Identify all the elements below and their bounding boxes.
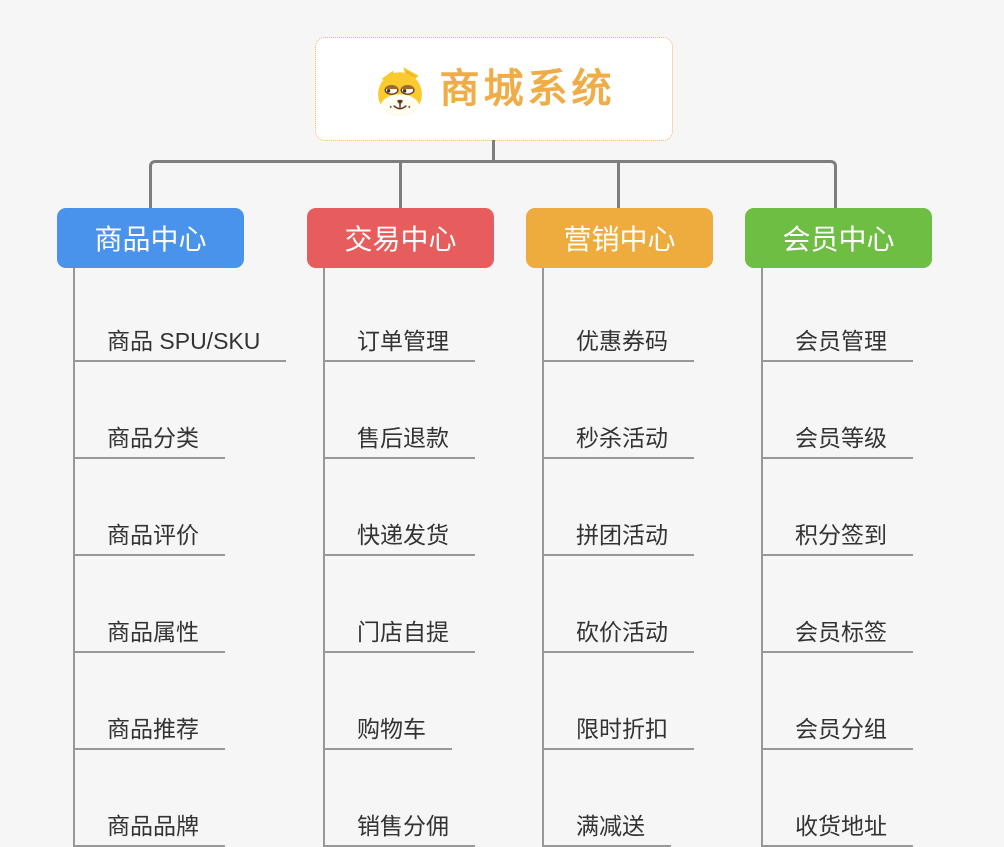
connector-trunk: [149, 160, 837, 208]
connector-drop-trade: [399, 160, 402, 208]
leaf-node[interactable]: 商品推荐: [75, 653, 225, 750]
leaf-node[interactable]: 门店自提: [325, 556, 475, 653]
leaf-node[interactable]: 砍价活动: [544, 556, 694, 653]
leaf-node[interactable]: 会员分组: [763, 653, 913, 750]
branch-children-member: 会员管理 会员等级 积分签到 会员标签 会员分组 收货地址: [761, 268, 993, 847]
leaf-node[interactable]: 满减送: [544, 750, 671, 847]
leaf-node[interactable]: 商品分类: [75, 362, 225, 459]
connector-root-stem: [492, 140, 495, 162]
leaf-node[interactable]: 商品评价: [75, 459, 225, 556]
branch-children-trade: 订单管理 售后退款 快递发货 门店自提 购物车 销售分佣: [323, 268, 555, 847]
leaf-node[interactable]: 会员标签: [763, 556, 913, 653]
root-node[interactable]: 商城系统: [315, 37, 673, 141]
leaf-node[interactable]: 拼团活动: [544, 459, 694, 556]
leaf-node[interactable]: 订单管理: [325, 268, 475, 362]
leaf-node[interactable]: 优惠券码: [544, 268, 694, 362]
branch-children-product: 商品 SPU/SKU 商品分类 商品评价 商品属性 商品推荐 商品品牌: [73, 268, 305, 847]
leaf-node[interactable]: 商品属性: [75, 556, 225, 653]
leaf-node[interactable]: 限时折扣: [544, 653, 694, 750]
leaf-node[interactable]: 购物车: [325, 653, 452, 750]
leaf-node[interactable]: 收货地址: [763, 750, 913, 847]
branch-node-product-center[interactable]: 商品中心: [57, 208, 244, 268]
leaf-node[interactable]: 积分签到: [763, 459, 913, 556]
branch-node-trade-center[interactable]: 交易中心: [307, 208, 494, 268]
connector-drop-marketing: [617, 160, 620, 208]
leaf-node[interactable]: 快递发货: [325, 459, 475, 556]
leaf-node[interactable]: 售后退款: [325, 362, 475, 459]
root-title: 商城系统: [439, 67, 616, 111]
leaf-node[interactable]: 商品品牌: [75, 750, 225, 847]
leaf-node[interactable]: 会员管理: [763, 268, 913, 362]
branch-children-marketing: 优惠券码 秒杀活动 拼团活动 砍价活动 限时折扣 满减送: [542, 268, 774, 847]
leaf-node[interactable]: 销售分佣: [325, 750, 475, 847]
branch-node-member-center[interactable]: 会员中心: [745, 208, 932, 268]
leaf-node[interactable]: 商品 SPU/SKU: [75, 268, 287, 362]
dog-face-icon: [377, 67, 422, 117]
leaf-node[interactable]: 会员等级: [763, 362, 913, 459]
leaf-node[interactable]: 秒杀活动: [544, 362, 694, 459]
branch-node-marketing-center[interactable]: 营销中心: [526, 208, 713, 268]
